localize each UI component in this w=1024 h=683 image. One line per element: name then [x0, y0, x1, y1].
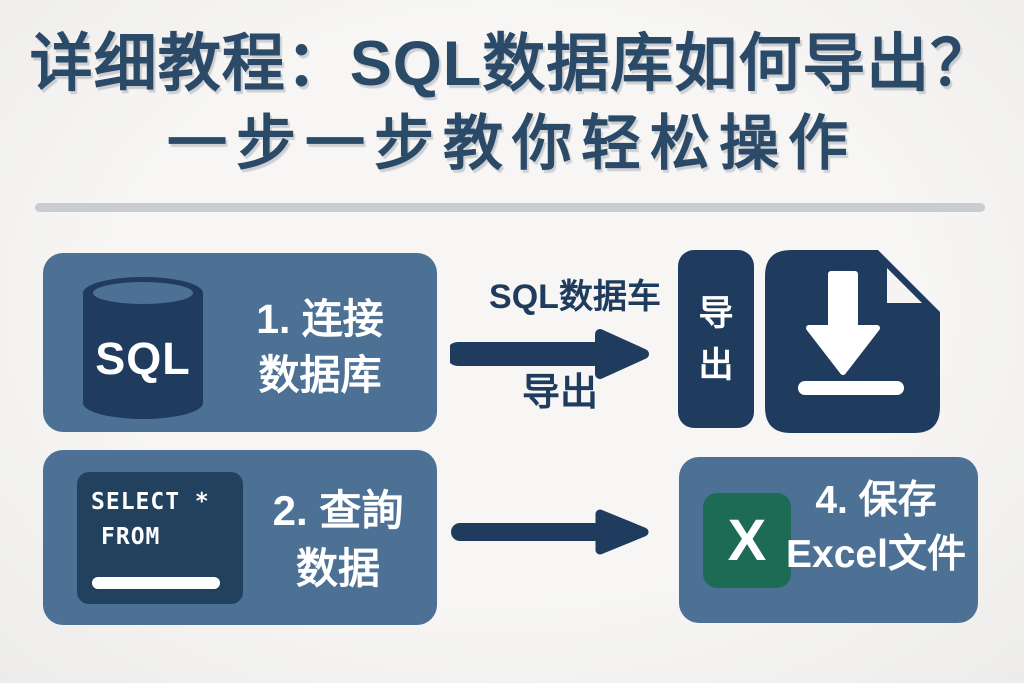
sql-icon-label: SQL: [95, 333, 191, 384]
top-arrow-label-above: SQL数据车: [489, 278, 661, 316]
export-badge-char-1: 导: [698, 293, 734, 333]
step4-label-line2: Excel文件: [786, 533, 966, 576]
step2-query-data-card: SELECT * FROM 2. 查詢 数据: [43, 450, 437, 625]
step4-save-excel-card: X 4. 保存 Excel文件: [679, 457, 978, 623]
title-line-2: 一步一步教你轻松操作: [167, 110, 857, 177]
right-arrow-icon-bottom: [450, 507, 650, 557]
top-arrow-label-below: 导出: [521, 372, 598, 414]
step2-label-line2: 数据: [295, 545, 380, 592]
step1-connect-database-card: SQL 1. 连接 数据库: [43, 253, 437, 432]
step4-label-line1: 4. 保存: [815, 479, 937, 522]
excel-icon: X: [703, 493, 791, 588]
sql-code-snippet-icon: SELECT * FROM: [77, 472, 243, 604]
step1-label: 1. 连接 数据库: [211, 291, 429, 403]
code-line-2: FROM: [101, 524, 161, 550]
page-title: 详细教程：SQL数据库如何导出？ 一步一步教你轻松操作: [0, 22, 1024, 182]
step2-label: 2. 查詢 数据: [245, 482, 431, 598]
step4-label: 4. 保存 Excel文件: [777, 474, 975, 582]
step1-label-line1: 1. 连接: [256, 296, 384, 342]
export-badge: 导 出: [678, 250, 754, 428]
export-badge-char-2: 出: [698, 345, 734, 385]
excel-icon-letter: X: [727, 507, 767, 573]
step1-label-line2: 数据库: [258, 352, 382, 398]
sql-database-icon: SQL: [83, 277, 203, 419]
step2-label-line1: 2. 查詢: [272, 487, 404, 534]
title-line-1: 详细教程：SQL数据库如何导出？: [29, 29, 995, 99]
code-line-1: SELECT *: [91, 489, 210, 515]
code-underline-bar: [92, 577, 220, 589]
right-arrow-icon-top: [446, 328, 650, 380]
divider-line: [35, 203, 985, 212]
download-document-icon: [765, 250, 940, 433]
